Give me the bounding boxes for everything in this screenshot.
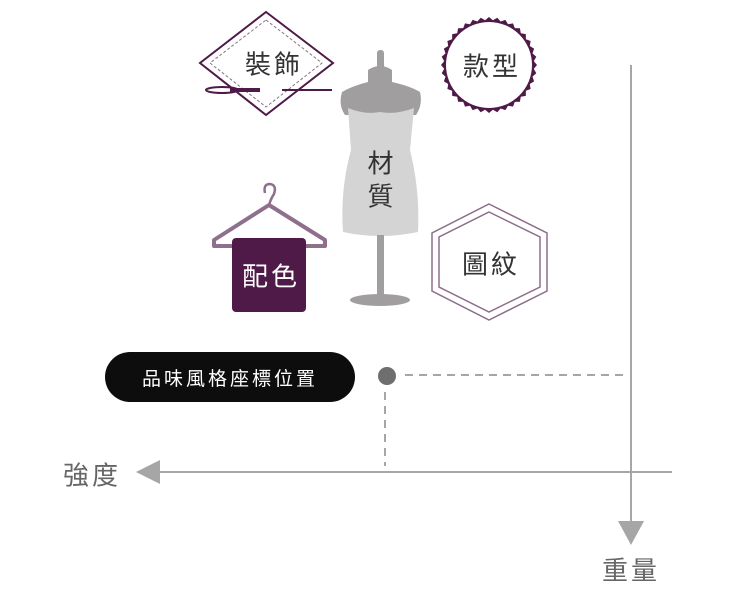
horizontal-axis [136, 460, 672, 484]
marker-label-pill: 品味風格座標位置 [105, 352, 355, 402]
decoration-label: 裝飾 [244, 50, 304, 81]
pattern-hexagon-icon [431, 203, 548, 321]
badge-inner [446, 22, 532, 108]
pattern-label: 圖紋 [461, 250, 521, 281]
style-badge-icon [441, 17, 537, 113]
position-marker-dot [378, 367, 396, 385]
needle-icon [205, 86, 332, 94]
material-label-1: 材 [367, 149, 397, 180]
hanger-icon [212, 182, 327, 312]
axis-label-intensity: 強度 [62, 461, 122, 492]
axis-label-weight: 重量 [601, 556, 661, 587]
material-label-2: 質 [367, 182, 397, 213]
style-label: 款型 [462, 52, 522, 83]
mannequin-icon [340, 50, 421, 306]
arrow-down-icon [618, 521, 644, 545]
vertical-axis [618, 65, 644, 545]
decoration-diamond-icon [198, 10, 335, 117]
color-label: 配色 [241, 262, 301, 293]
arrow-left-icon [136, 460, 160, 484]
